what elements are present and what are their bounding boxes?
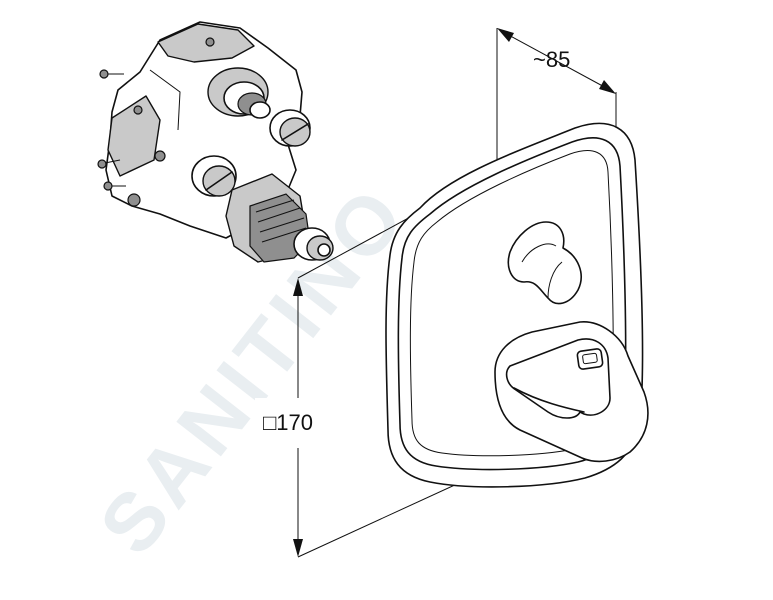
valve-pin-bottom <box>103 181 113 191</box>
valve-pin-top <box>99 69 109 79</box>
depth-arrow-left <box>497 28 514 42</box>
valve-housing-ridge <box>149 69 181 131</box>
thermostat-lock-button-inner <box>582 352 598 365</box>
thread-line-3 <box>259 217 305 233</box>
thread-line-2 <box>257 207 301 223</box>
stop-screw-left <box>191 155 237 197</box>
stop-screw-right <box>269 109 311 147</box>
valve-spindle-tip <box>317 243 331 257</box>
valve-top-bolt <box>205 37 215 47</box>
valve-pin-mid <box>97 159 107 169</box>
thermostat-lock-button <box>576 348 604 370</box>
valve-detail-nub-2 <box>133 105 143 115</box>
thermostat-handle <box>494 321 649 463</box>
size-arrow-bottom <box>293 539 303 557</box>
depth-label: ~85 <box>533 47 570 72</box>
size-extension-line-bottom <box>297 477 471 558</box>
valve-left-plate <box>107 95 161 177</box>
valve-cartridge <box>225 173 334 263</box>
valve-body <box>97 21 334 263</box>
depth-arrow-right <box>599 80 616 94</box>
diverter-knob-highlight <box>521 243 557 263</box>
thread-line-4 <box>261 227 307 243</box>
diverter-knob-body <box>507 221 582 305</box>
thread-line-1 <box>255 199 295 213</box>
valve-detail-nub-1 <box>154 150 166 162</box>
thermostat-handle-crease <box>513 387 585 413</box>
depth-dimension-line <box>502 31 611 91</box>
stop-screw-left-slot <box>205 171 233 191</box>
diverter-knob <box>507 221 582 305</box>
diverter-knob-edge <box>547 261 563 299</box>
size-arrow-top <box>293 278 303 296</box>
stop-screw-right-slot <box>281 123 309 141</box>
size-label: □170 <box>263 410 313 435</box>
valve-upper-spindle-tip <box>249 101 271 119</box>
valve-lower-bolt <box>127 193 141 207</box>
valve-upper-port <box>207 67 271 119</box>
